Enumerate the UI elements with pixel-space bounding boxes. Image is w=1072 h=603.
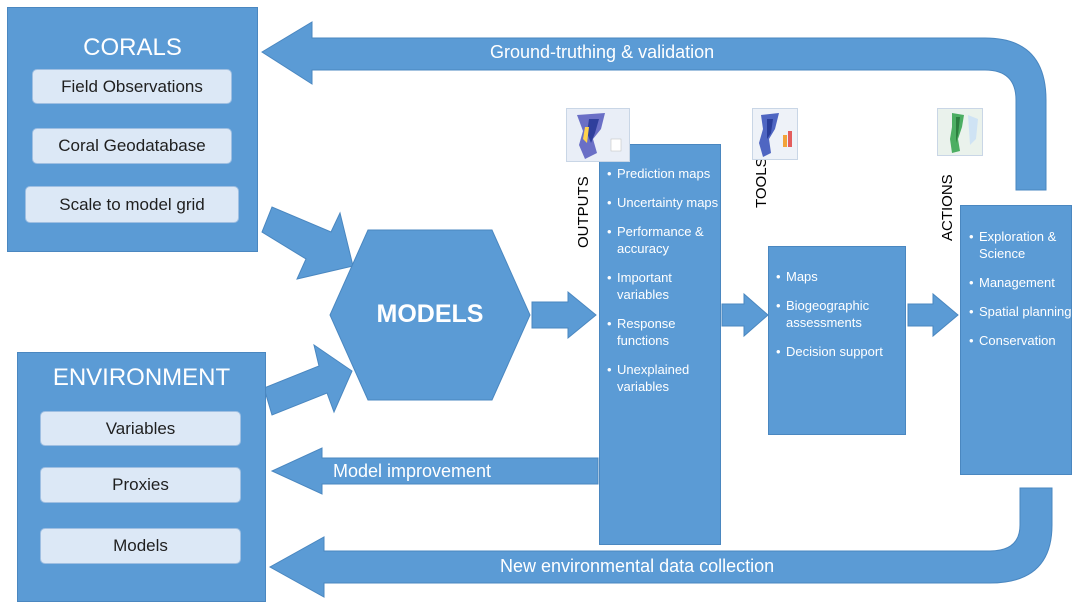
list-item: Response functions: [607, 315, 719, 349]
outputs-box: Prediction maps Uncertainty maps Perform…: [599, 144, 721, 545]
environment-title: ENVIRONMENT: [52, 364, 231, 391]
corals-item-scale-to-model-grid: Scale to model grid: [25, 186, 239, 223]
actions-label: ACTIONS: [939, 174, 956, 241]
models-to-outputs-arrow: [531, 290, 597, 340]
list-item: Decision support: [776, 343, 904, 360]
actions-box: Exploration & Science Management Spatial…: [960, 205, 1072, 475]
outputs-to-tools-arrow: [721, 292, 769, 338]
list-item: Unexplained variables: [607, 361, 719, 395]
outputs-label: OUTPUTS: [575, 176, 592, 248]
tools-to-actions-arrow: [907, 292, 959, 338]
environment-box: ENVIRONMENT Variables Proxies Models: [17, 352, 266, 602]
list-item: Biogeographic assessments: [776, 297, 904, 331]
outputs-list: Prediction maps Uncertainty maps Perform…: [607, 165, 719, 407]
corals-title: CORALS: [83, 34, 182, 61]
corals-item-coral-geodatabase: Coral Geodatabase: [32, 128, 232, 164]
list-item: Maps: [776, 268, 904, 285]
list-item: Important variables: [607, 269, 719, 303]
environment-item-models: Models: [40, 528, 241, 564]
corals-box: CORALS Field Observations Coral Geodatab…: [7, 7, 258, 252]
models-hexagon: [329, 229, 531, 401]
corals-item-field-observations: Field Observations: [32, 69, 232, 104]
environment-to-models-arrow: [263, 343, 353, 416]
tools-list: Maps Biogeographic assessments Decision …: [776, 268, 904, 372]
list-item: Management: [969, 274, 1072, 291]
tools-label: TOOLS: [753, 157, 770, 208]
list-item: Uncertainty maps: [607, 194, 719, 211]
outputs-map-thumbnail: [566, 108, 630, 162]
actions-map-thumbnail: [937, 108, 983, 156]
list-item: Exploration & Science: [969, 228, 1072, 262]
list-item: Conservation: [969, 332, 1072, 349]
new-data-collection-label: New environmental data collection: [500, 556, 775, 576]
ground-truthing-arrow: [261, 21, 1047, 191]
environment-item-proxies: Proxies: [40, 467, 241, 503]
actions-list: Exploration & Science Management Spatial…: [969, 228, 1072, 361]
list-item: Performance & accuracy: [607, 223, 719, 257]
models-label: MODELS: [376, 300, 484, 328]
model-improvement-label: Model improvement: [333, 461, 492, 481]
corals-to-models-arrow: [261, 206, 354, 280]
model-improvement-arrow: [270, 447, 599, 495]
tools-box: Maps Biogeographic assessments Decision …: [768, 246, 906, 435]
new-data-collection-arrow: [268, 487, 1053, 598]
list-item: Prediction maps: [607, 165, 719, 182]
list-item: Spatial planning: [969, 303, 1072, 320]
environment-item-variables: Variables: [40, 411, 241, 446]
ground-truthing-label: Ground-truthing & validation: [490, 42, 715, 62]
tools-map-thumbnail: [752, 108, 798, 160]
